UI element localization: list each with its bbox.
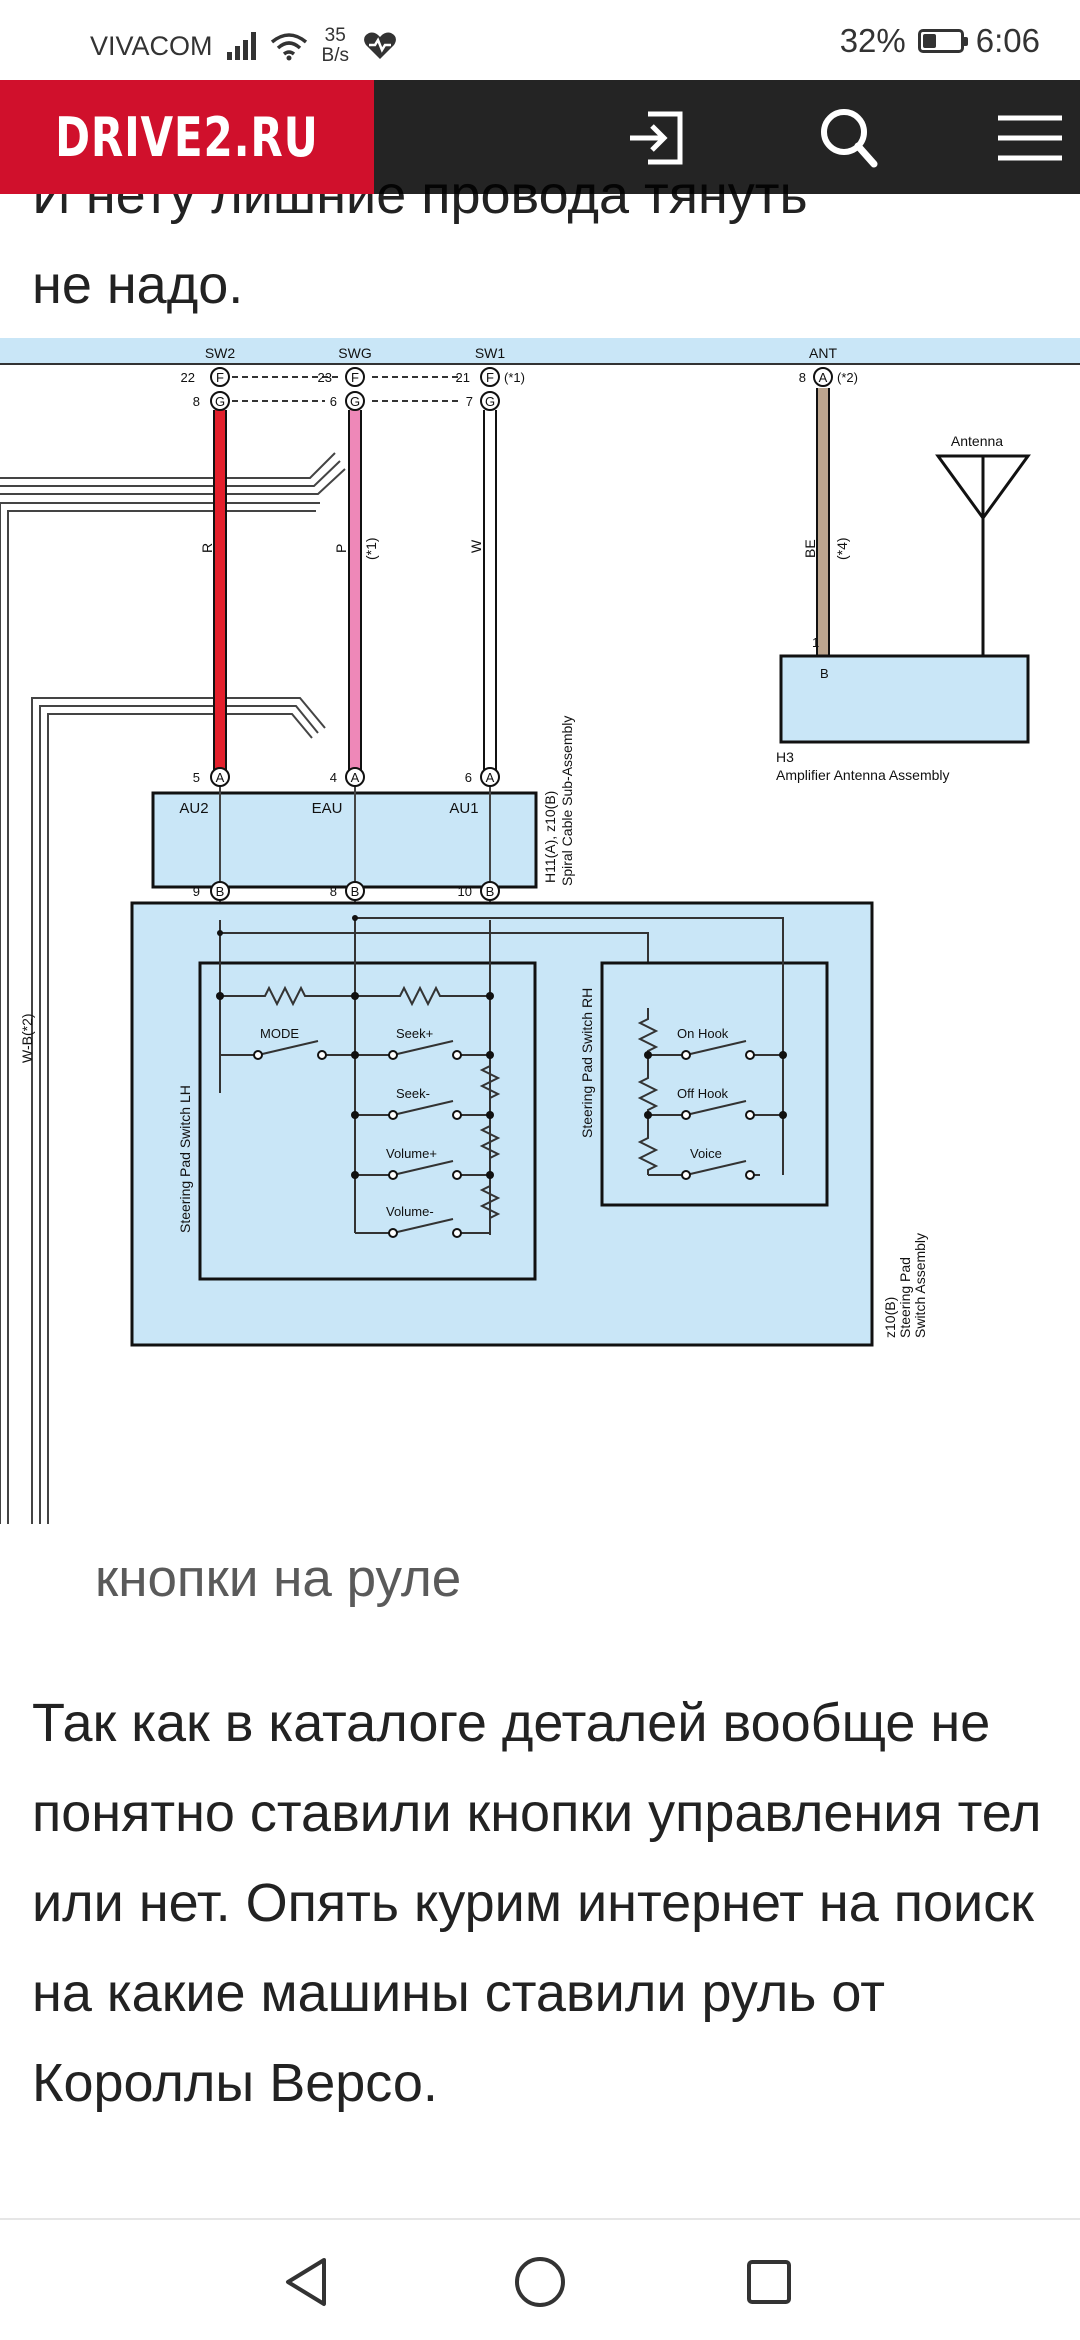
- pin-f-sw1: 21: [456, 370, 470, 385]
- antenna-code: H3: [776, 749, 794, 765]
- spiral-conn-b: B: [486, 884, 495, 899]
- status-left: VIVACOM 35 B/s: [90, 26, 397, 66]
- battery-icon: [917, 29, 968, 53]
- battery-percent: 32%: [839, 22, 906, 59]
- spiral-terminal: AU2: [179, 800, 208, 817]
- assembly-name-2: Switch Assembly: [912, 1233, 928, 1338]
- pin-g-sw2: 8: [193, 394, 200, 409]
- wire-label-be: BE: [802, 539, 818, 558]
- antenna-name: Amplifier Antenna Assembly: [776, 767, 950, 783]
- spiral-pin-a: 6: [465, 770, 472, 785]
- switch-rh-name: Steering Pad Switch RH: [579, 988, 595, 1138]
- login-icon[interactable]: [620, 102, 692, 174]
- android-nav-bar: [0, 2218, 1080, 2340]
- wire-label-p-note: (*1): [363, 537, 379, 560]
- spiral-terminal: AU1: [449, 800, 478, 817]
- pin-ant: 8: [799, 370, 806, 385]
- spiral-conn-a: A: [216, 770, 225, 785]
- wire-label-be-note: (*4): [834, 537, 850, 560]
- switch-rh-label: Off Hook: [677, 1086, 729, 1101]
- switch-rh-label: Voice: [690, 1146, 722, 1161]
- recents-icon[interactable]: [737, 2250, 801, 2314]
- switch-lh-label: Volume+: [386, 1146, 437, 1161]
- label-swg: SWG: [338, 345, 371, 361]
- label-sw1: SW1: [475, 345, 506, 361]
- conn-g-sw2: G: [215, 394, 225, 409]
- wire-label-p: P: [333, 544, 349, 553]
- conn-f-swg: F: [351, 370, 359, 385]
- antenna-pin: 1: [812, 635, 819, 650]
- spiral-conn-a: A: [486, 770, 495, 785]
- back-icon[interactable]: [276, 2250, 340, 2314]
- spiral-pin-a: 5: [193, 770, 200, 785]
- carrier-name: VIVACOM: [90, 30, 213, 61]
- wire-label-r: R: [199, 543, 215, 553]
- status-bar: VIVACOM 35 B/s 32% 6:06: [0, 0, 1080, 80]
- conn-a-ant: A: [819, 370, 828, 385]
- network-speed: 35 B/s: [322, 26, 349, 66]
- switch-lh-label: MODE: [260, 1026, 299, 1041]
- spiral-conn-a: A: [351, 770, 360, 785]
- speed-value: 35: [324, 25, 346, 46]
- label-ant: ANT: [809, 345, 837, 361]
- pin-f-sw2: 22: [181, 370, 195, 385]
- conn-g-swg: G: [350, 394, 360, 409]
- search-icon[interactable]: [812, 102, 884, 174]
- spiral-conn-b: B: [351, 884, 360, 899]
- pin-f-swg: 23: [318, 370, 332, 385]
- antenna-label: Antenna: [951, 433, 1003, 449]
- conn-f-sw2: F: [216, 370, 224, 385]
- article-line: не надо.: [32, 255, 244, 315]
- site-logo[interactable]: DRIVE2.RU: [0, 80, 374, 194]
- switch-lh-label: Seek+: [396, 1026, 433, 1041]
- health-heart-icon: [364, 32, 396, 59]
- assembly-code: z10(B): [882, 1297, 898, 1338]
- home-icon[interactable]: [508, 2250, 572, 2314]
- label-sw2: SW2: [205, 345, 236, 361]
- switch-lh-label: Seek-: [396, 1086, 430, 1101]
- label-wb: W-B(*2): [19, 1013, 35, 1063]
- article-paragraph: Так как в каталоге деталей вообще не пон…: [32, 1693, 1042, 2113]
- assembly-name-1: Steering Pad: [897, 1257, 913, 1338]
- note-f-sw1: (*1): [504, 370, 525, 385]
- clock: 6:06: [975, 22, 1040, 59]
- spiral-conn-b: B: [216, 884, 225, 899]
- note-ant: (*2): [837, 370, 858, 385]
- spiral-pin-b: 8: [330, 884, 337, 899]
- switch-rh-label: On Hook: [677, 1026, 729, 1041]
- spiral-pin-b: 10: [458, 884, 472, 899]
- spiral-terminal: EAU: [312, 800, 343, 817]
- signal-icon: [226, 32, 256, 60]
- wiring-diagram: SW2 SWG SW1 ANT W-B(*2) R P (*1) W BE: [0, 338, 1080, 1524]
- spiral-pin-a: 4: [330, 770, 337, 785]
- wifi-icon: [270, 33, 307, 61]
- pin-g-sw1: 7: [466, 394, 473, 409]
- site-header: DRIVE2.RU: [0, 80, 1080, 194]
- antenna-connector: B: [820, 666, 829, 681]
- switch-lh-label: Volume-: [386, 1204, 434, 1219]
- spiral-pin-b: 9: [193, 884, 200, 899]
- switch-lh-name: Steering Pad Switch LH: [177, 1085, 193, 1233]
- spiral-code: H11(A), z10(B): [542, 791, 558, 883]
- logo-text: DRIVE2.RU: [55, 105, 319, 169]
- conn-f-sw1: F: [486, 370, 494, 385]
- conn-g-sw1: G: [485, 394, 495, 409]
- pin-g-swg: 6: [330, 394, 337, 409]
- status-right: 32% 6:06: [840, 22, 1040, 60]
- speed-unit: B/s: [321, 45, 349, 66]
- spiral-name: Spiral Cable Sub-Assembly: [559, 716, 575, 886]
- wire-label-w: W: [468, 539, 484, 553]
- image-caption: кнопки на руле: [95, 1549, 462, 1608]
- menu-icon[interactable]: [994, 102, 1066, 174]
